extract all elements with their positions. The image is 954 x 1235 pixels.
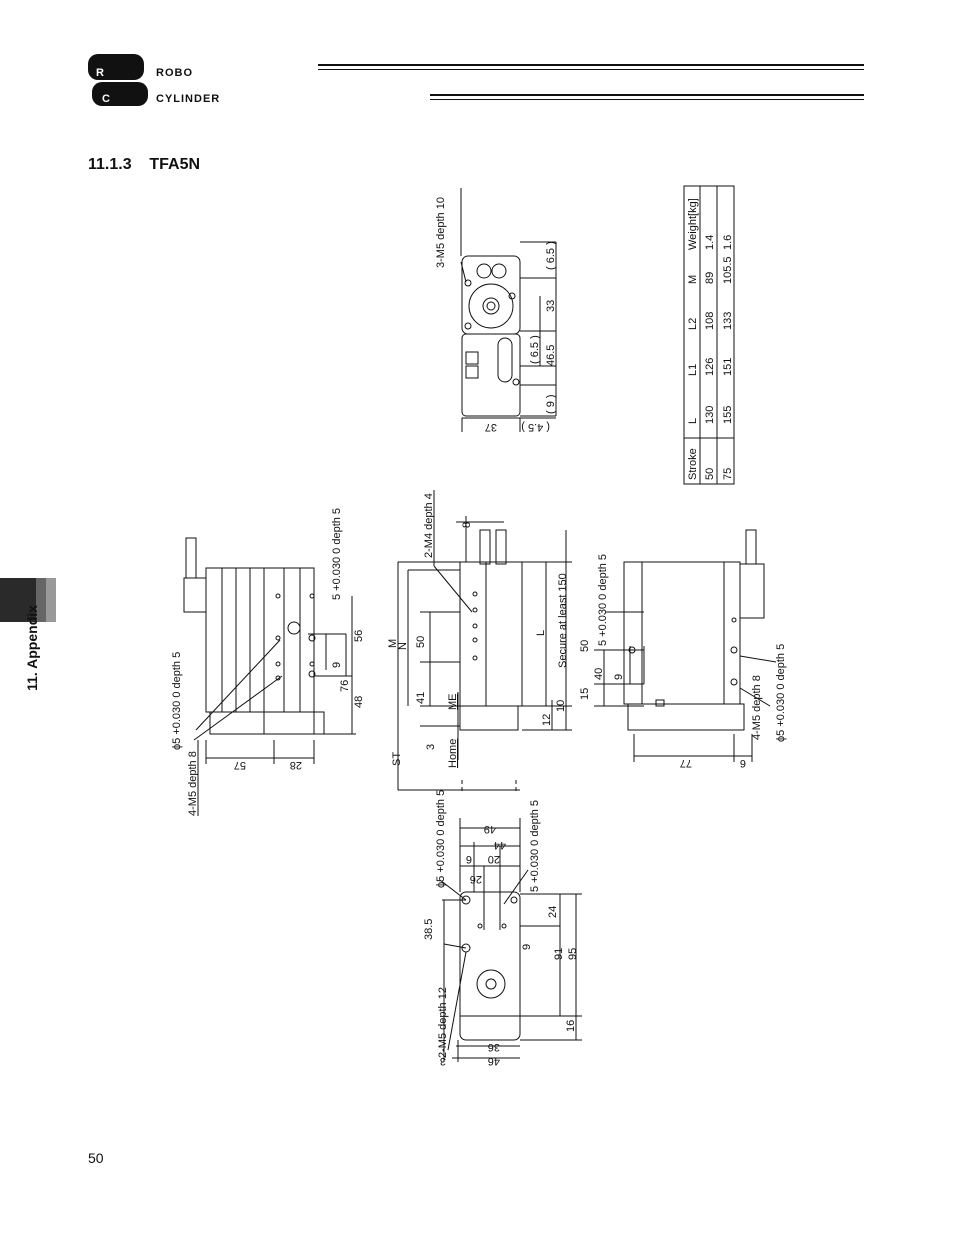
center-d10: 10	[555, 700, 567, 712]
right-pin-label: 5 +0.030 0 depth 5	[597, 554, 609, 646]
bottom-pin-top: ϕ5 +0.030 0 depth 5	[435, 790, 447, 888]
bottom-view-labels: ϕ5 +0.030 0 depth 5 49 44 6 20 26 5 +0.0…	[423, 790, 579, 1067]
left-phi-label: ϕ5 +0.030 0 depth 5	[171, 652, 183, 750]
top-d3: ( 6.5 )	[529, 335, 541, 364]
left-d9: 9	[331, 662, 343, 668]
robo-cylinder-logo: R C ROBO CYLINDER	[88, 54, 220, 106]
bottom-d91: 91	[553, 948, 565, 960]
bottom-d46: 46	[488, 1055, 500, 1067]
bottom-pin-side: 5 +0.030 0 depth 5	[529, 800, 541, 892]
top-d5: ( 9 )	[545, 394, 557, 414]
top-d2: 33	[545, 300, 557, 312]
right-d40: 40	[593, 668, 605, 680]
bottom-tap-label: 2-M5 depth 12	[437, 987, 449, 1058]
top-view	[460, 188, 557, 432]
center-d12: 12	[541, 714, 553, 726]
bottom-d49: 49	[484, 823, 496, 835]
left-view	[183, 537, 356, 816]
right-phi-label: ϕ5 +0.030 0 depth 5	[775, 644, 787, 742]
right-view	[594, 529, 777, 762]
left-d28: 28	[290, 759, 302, 771]
top-d6: 37	[485, 421, 497, 433]
top-d1: ( 6.5 )	[545, 241, 557, 270]
bottom-d38-5: 38.5	[423, 919, 435, 940]
left-tap-label: 4-M5 depth 8	[187, 751, 199, 816]
left-view-labels: 5 +0.030 0 depth 5 56 9 76 48 ϕ5 +0.030 …	[171, 508, 365, 816]
header-rule-bottom-1	[430, 94, 864, 96]
left-d56: 56	[353, 630, 365, 642]
top-d7: ( 4.5 )	[521, 421, 550, 433]
center-ME: ME	[447, 694, 459, 711]
center-N: N	[397, 642, 409, 650]
top-d4: 46.5	[545, 345, 557, 366]
right-view-labels: 5 +0.030 0 depth 5 50 40 15 9 4-M5 depth…	[579, 554, 787, 769]
right-d50: 50	[579, 640, 591, 652]
center-view-labels: 2-M4 depth 4 8 M N 50 41 ME 3 Home ST L …	[387, 493, 569, 768]
bottom-d20: 20	[488, 853, 500, 865]
right-d6: 6	[740, 757, 746, 769]
svg-text:CYLINDER: CYLINDER	[156, 93, 220, 105]
header-rule-top-1	[318, 64, 864, 66]
left-d57: 57	[234, 759, 246, 771]
page-number: 50	[88, 1150, 104, 1166]
section-number: 11.1.3	[88, 156, 132, 173]
bottom-d6: 6	[466, 853, 472, 865]
center-home: Home	[447, 739, 459, 768]
bottom-d26: 26	[470, 873, 482, 885]
svg-text:R: R	[96, 67, 104, 79]
section-heading: 11.1.3 TFA5N	[88, 156, 200, 174]
bottom-d3: 3	[440, 1055, 446, 1067]
center-d50: 50	[415, 636, 427, 648]
left-d76: 76	[339, 680, 351, 692]
top-view-labels: 3-M5 depth 10 ( 6.5 ) 33 ( 6.5 ) 46.5 ( …	[435, 197, 557, 433]
bottom-d24: 24	[547, 906, 559, 918]
bottom-d44: 44	[494, 839, 506, 851]
right-d77: 77	[680, 757, 692, 769]
right-tap-label: 4-M5 depth 8	[751, 675, 763, 740]
bottom-d9: 9	[521, 944, 533, 950]
right-d15: 15	[579, 688, 591, 700]
center-M: M	[387, 639, 399, 648]
center-secure: Secure at least 150	[557, 573, 569, 668]
center-d41: 41	[415, 692, 427, 704]
center-L: L	[535, 630, 547, 636]
bottom-d16: 16	[565, 1020, 577, 1032]
bottom-d95: 95	[567, 948, 579, 960]
right-d9: 9	[613, 674, 625, 680]
top-tap-label: 3-M5 depth 10	[435, 197, 447, 268]
center-d8: 8	[461, 522, 473, 528]
header-rule-top-2	[318, 69, 864, 70]
header-rule-bottom-2	[430, 99, 864, 100]
section-title: TFA5N	[149, 156, 201, 173]
center-ST: ST	[391, 752, 403, 766]
svg-text:ROBO: ROBO	[156, 67, 193, 79]
center-tap-label: 2-M4 depth 4	[423, 493, 435, 558]
center-d3: 3	[425, 744, 437, 750]
left-pin-label: 5 +0.030 0 depth 5	[331, 508, 343, 600]
bottom-d36: 36	[488, 1041, 500, 1053]
left-d48: 48	[353, 696, 365, 708]
center-view	[397, 490, 572, 794]
bottom-view	[439, 818, 582, 1062]
svg-text:C: C	[102, 93, 110, 105]
